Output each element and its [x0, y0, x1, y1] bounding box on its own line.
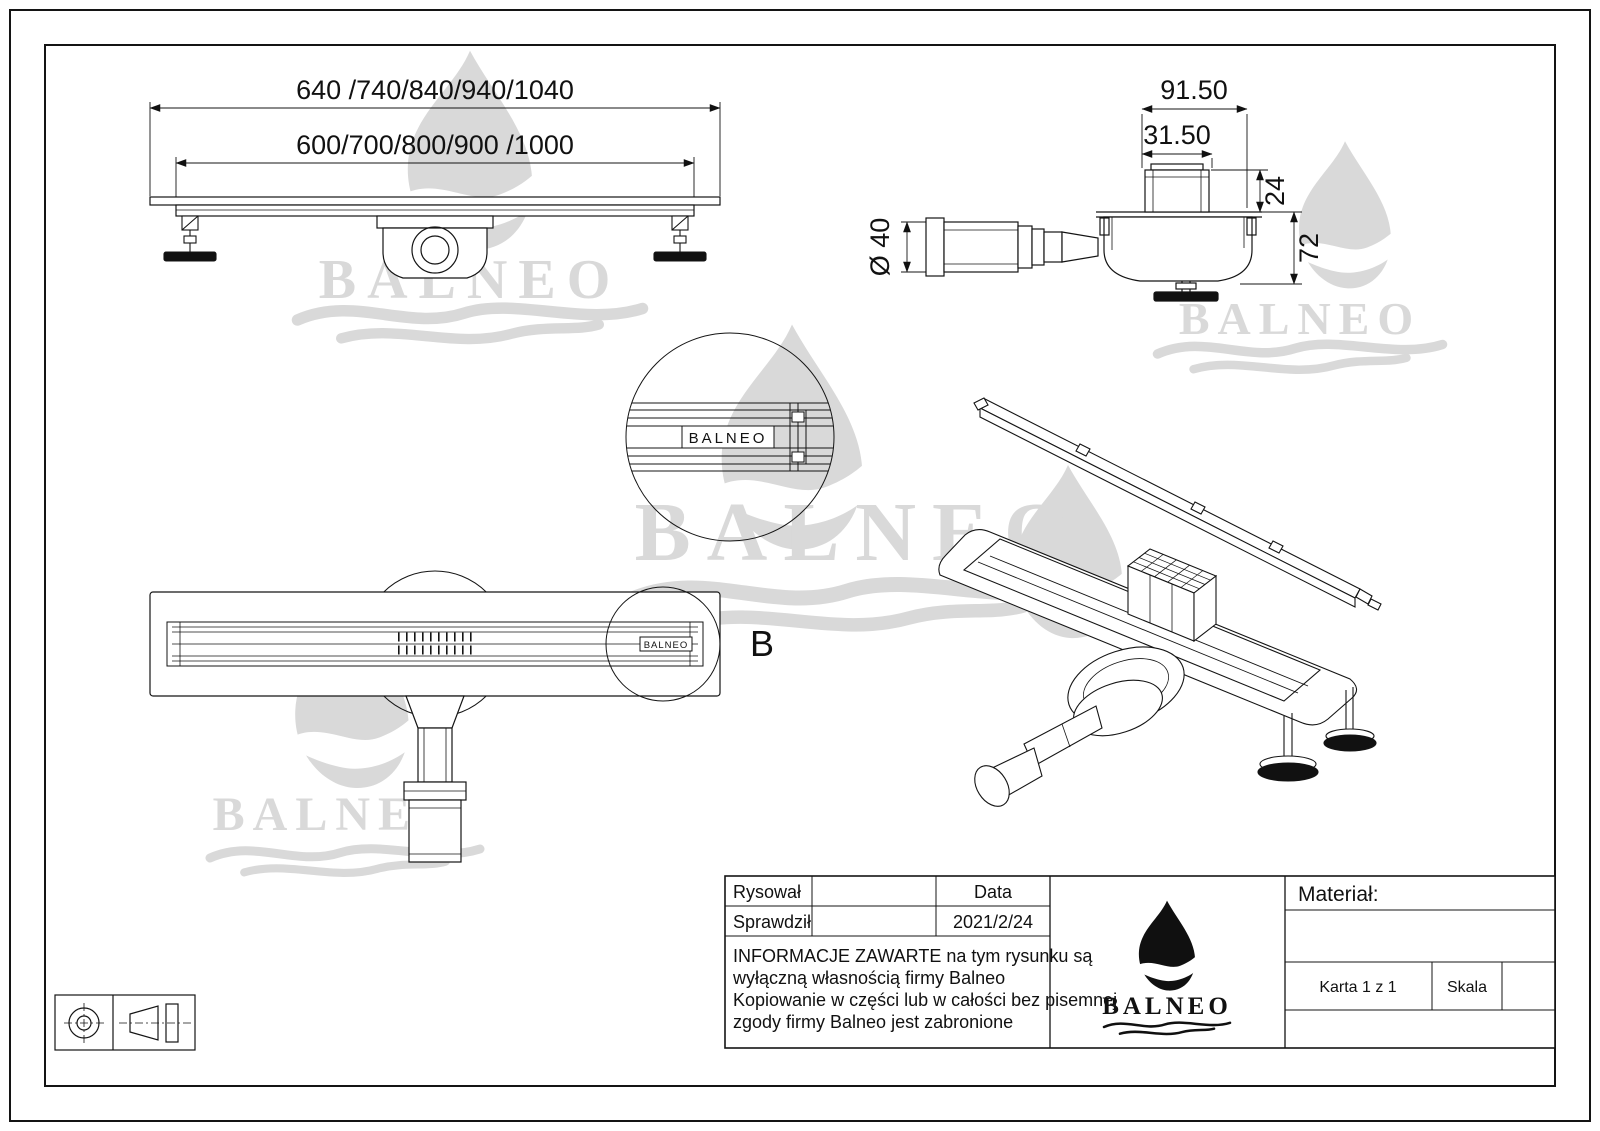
checked-by-label: Sprawdził — [733, 912, 811, 932]
detail-content: BALNEO — [626, 402, 834, 472]
balneo-logo-text: BALNEO — [1102, 993, 1232, 1020]
side-view: 91.50 31.50 24 72 Ø 40 — [865, 75, 1324, 302]
side-dim-24-label: 24 — [1260, 176, 1290, 206]
title-block: Rysował Data Sprawdził 2021/2/24 INFORMA… — [724, 875, 1556, 1049]
watermark-wave-icon — [1158, 344, 1443, 370]
side-dim-91 — [1141, 105, 1248, 208]
grate-opening — [166, 621, 704, 667]
grate-rail-iso — [973, 397, 1382, 611]
inner-frame — [44, 44, 1556, 1087]
detail-boundary — [625, 332, 835, 542]
side-dim-72-label: 72 — [1294, 233, 1324, 263]
front-dim-inner-label: 600/700/800/900 /1000 — [296, 130, 574, 160]
overflow-box-iso — [1126, 548, 1218, 643]
front-dim-outer — [149, 102, 721, 196]
side-dim-d40 — [901, 221, 928, 273]
outer-frame — [9, 9, 1591, 1122]
detail-view-b: BALNEO — [625, 332, 835, 542]
front-dim-outer-label: 640 /740/840/940/1040 — [296, 75, 574, 105]
side-dim-31 — [1141, 150, 1213, 168]
scale-label: Skala — [1447, 979, 1487, 996]
balneo-logo: BALNEO — [1102, 900, 1232, 1036]
adjustable-foot-left — [163, 215, 217, 262]
grate-brand-text-plan: BALNEO — [644, 640, 689, 651]
side-dim-91-label: 91.50 — [1160, 75, 1228, 105]
material-label: Materiał: — [1298, 883, 1379, 906]
front-dim-inner — [175, 157, 695, 204]
channel-body — [175, 204, 695, 217]
adjustable-foot-right — [653, 215, 707, 262]
watermark-leaf-icon — [1295, 141, 1396, 289]
balneo-logo-wave-icon — [1102, 1021, 1232, 1036]
grate-brand-plate-plan — [639, 636, 693, 652]
plan-view: BALNEO B — [149, 570, 774, 863]
date-value: 2021/2/24 — [953, 912, 1033, 932]
balneo-leaf-icon — [1136, 900, 1199, 991]
side-dim-72 — [1240, 211, 1302, 285]
info-line-2: wyłączną własnością firmy Balneo — [732, 968, 1005, 988]
watermark-wave-icon — [298, 308, 643, 339]
isometric-view — [938, 397, 1382, 807]
side-dim-d40-label: Ø 40 — [865, 218, 895, 277]
projection-symbol — [54, 994, 196, 1051]
side-dim-31-label: 31.50 — [1143, 120, 1211, 150]
grate-brand-text: BALNEO — [689, 430, 768, 447]
siphon-outlet-plan — [403, 695, 467, 863]
channel-top-plate — [149, 196, 721, 206]
drawn-by-label: Rysował — [733, 882, 801, 902]
info-line-1: INFORMACJE ZAWARTE na tym rysunku są — [733, 946, 1093, 966]
info-line-3: Kopiowanie w części lub w całości bez pi… — [733, 990, 1117, 1010]
siphon-iso — [974, 646, 1185, 807]
grate-slots — [172, 622, 698, 666]
trap-body-side — [1096, 163, 1262, 282]
date-label: Data — [974, 882, 1013, 902]
front-view: 640 /740/840/940/1040 600/700/800/900 /1… — [149, 75, 721, 279]
outlet-pipe-side — [925, 217, 1099, 277]
grate-brand-plate — [681, 425, 775, 449]
detail-marker-circle — [605, 586, 721, 702]
siphon-housing-front — [376, 215, 494, 279]
detail-marker-label: B — [750, 623, 774, 664]
info-line-4: zgody firmy Balneo jest zabronione — [733, 1012, 1013, 1032]
sheet-border — [9, 9, 1591, 1122]
watermark-text: BALNEO — [1179, 293, 1421, 344]
adjustable-foot-side — [1153, 281, 1219, 302]
sheet-number-label: Karta 1 z 1 — [1319, 979, 1396, 996]
feet-iso — [1257, 687, 1377, 782]
watermarks: BALNEO BALNEO BALNEO BALNEO — [210, 50, 1443, 873]
